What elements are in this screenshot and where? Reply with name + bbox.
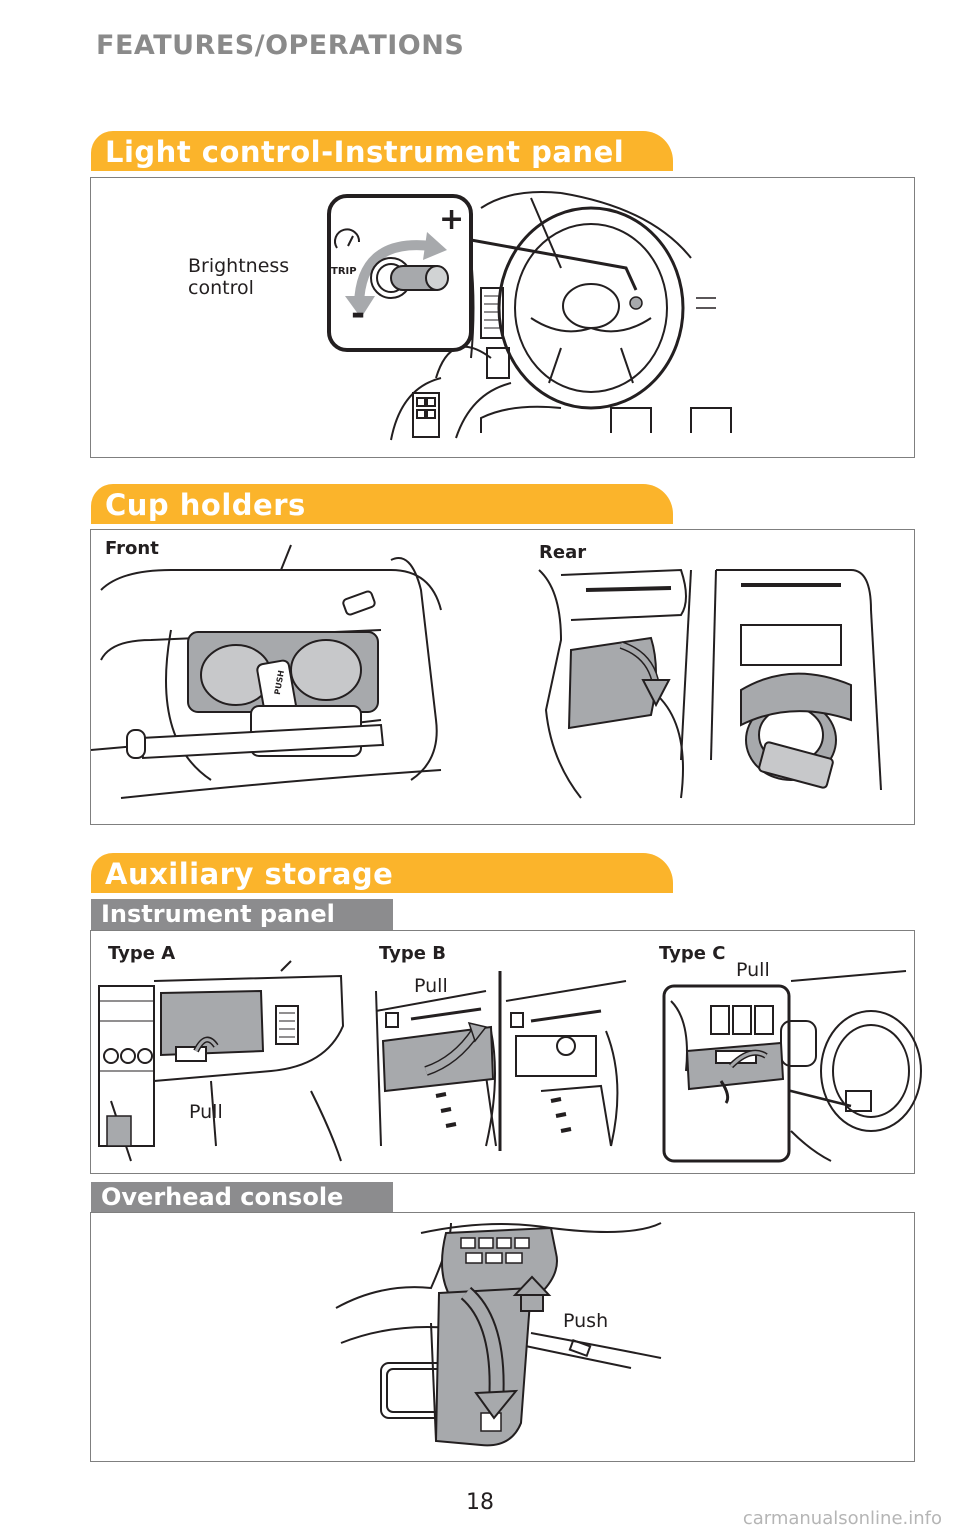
type-c-label: Type C (659, 943, 726, 964)
instrument-panel-storage-panel: Type A Type B Type C Pull Pull Pull (90, 930, 922, 1174)
minus-sign: - (351, 294, 366, 334)
type-b-label: Type B (379, 943, 446, 964)
overhead-console-illustration (335, 1222, 662, 1447)
subtitle-instrument-panel: Instrument panel (91, 899, 393, 930)
brightness-control-label: Brightness control (188, 255, 290, 299)
pull-label-type-c: Pull (736, 959, 770, 981)
cup-holders-illustration (90, 544, 882, 799)
overhead-console-panel: Push (90, 1212, 915, 1462)
push-label-overhead: Push (563, 1310, 609, 1332)
trip-label: TRIP (331, 266, 357, 277)
plus-sign: + (439, 202, 465, 237)
page-number: 18 (466, 1490, 494, 1515)
pull-label-type-b: Pull (414, 975, 448, 997)
watermark: carmanualsonline.info (742, 1508, 942, 1529)
section-title-auxiliary-storage: Auxiliary storage (91, 853, 673, 893)
light-control-illustration (327, 191, 732, 441)
light-control-panel: Brightness control (90, 177, 915, 458)
instrument-panel-storage-illustration (98, 960, 922, 1163)
front-label: Front (105, 538, 159, 559)
section-title-light-control: Light control-Instrument panel (91, 131, 673, 171)
page-header: FEATURES/OPERATIONS (96, 30, 465, 61)
subtitle-overhead-console: Overhead console (91, 1182, 393, 1213)
cup-holders-panel: Front Rear (90, 529, 915, 825)
type-a-label: Type A (108, 943, 176, 964)
rear-label: Rear (539, 542, 587, 563)
section-title-cup-holders: Cup holders (91, 484, 673, 524)
